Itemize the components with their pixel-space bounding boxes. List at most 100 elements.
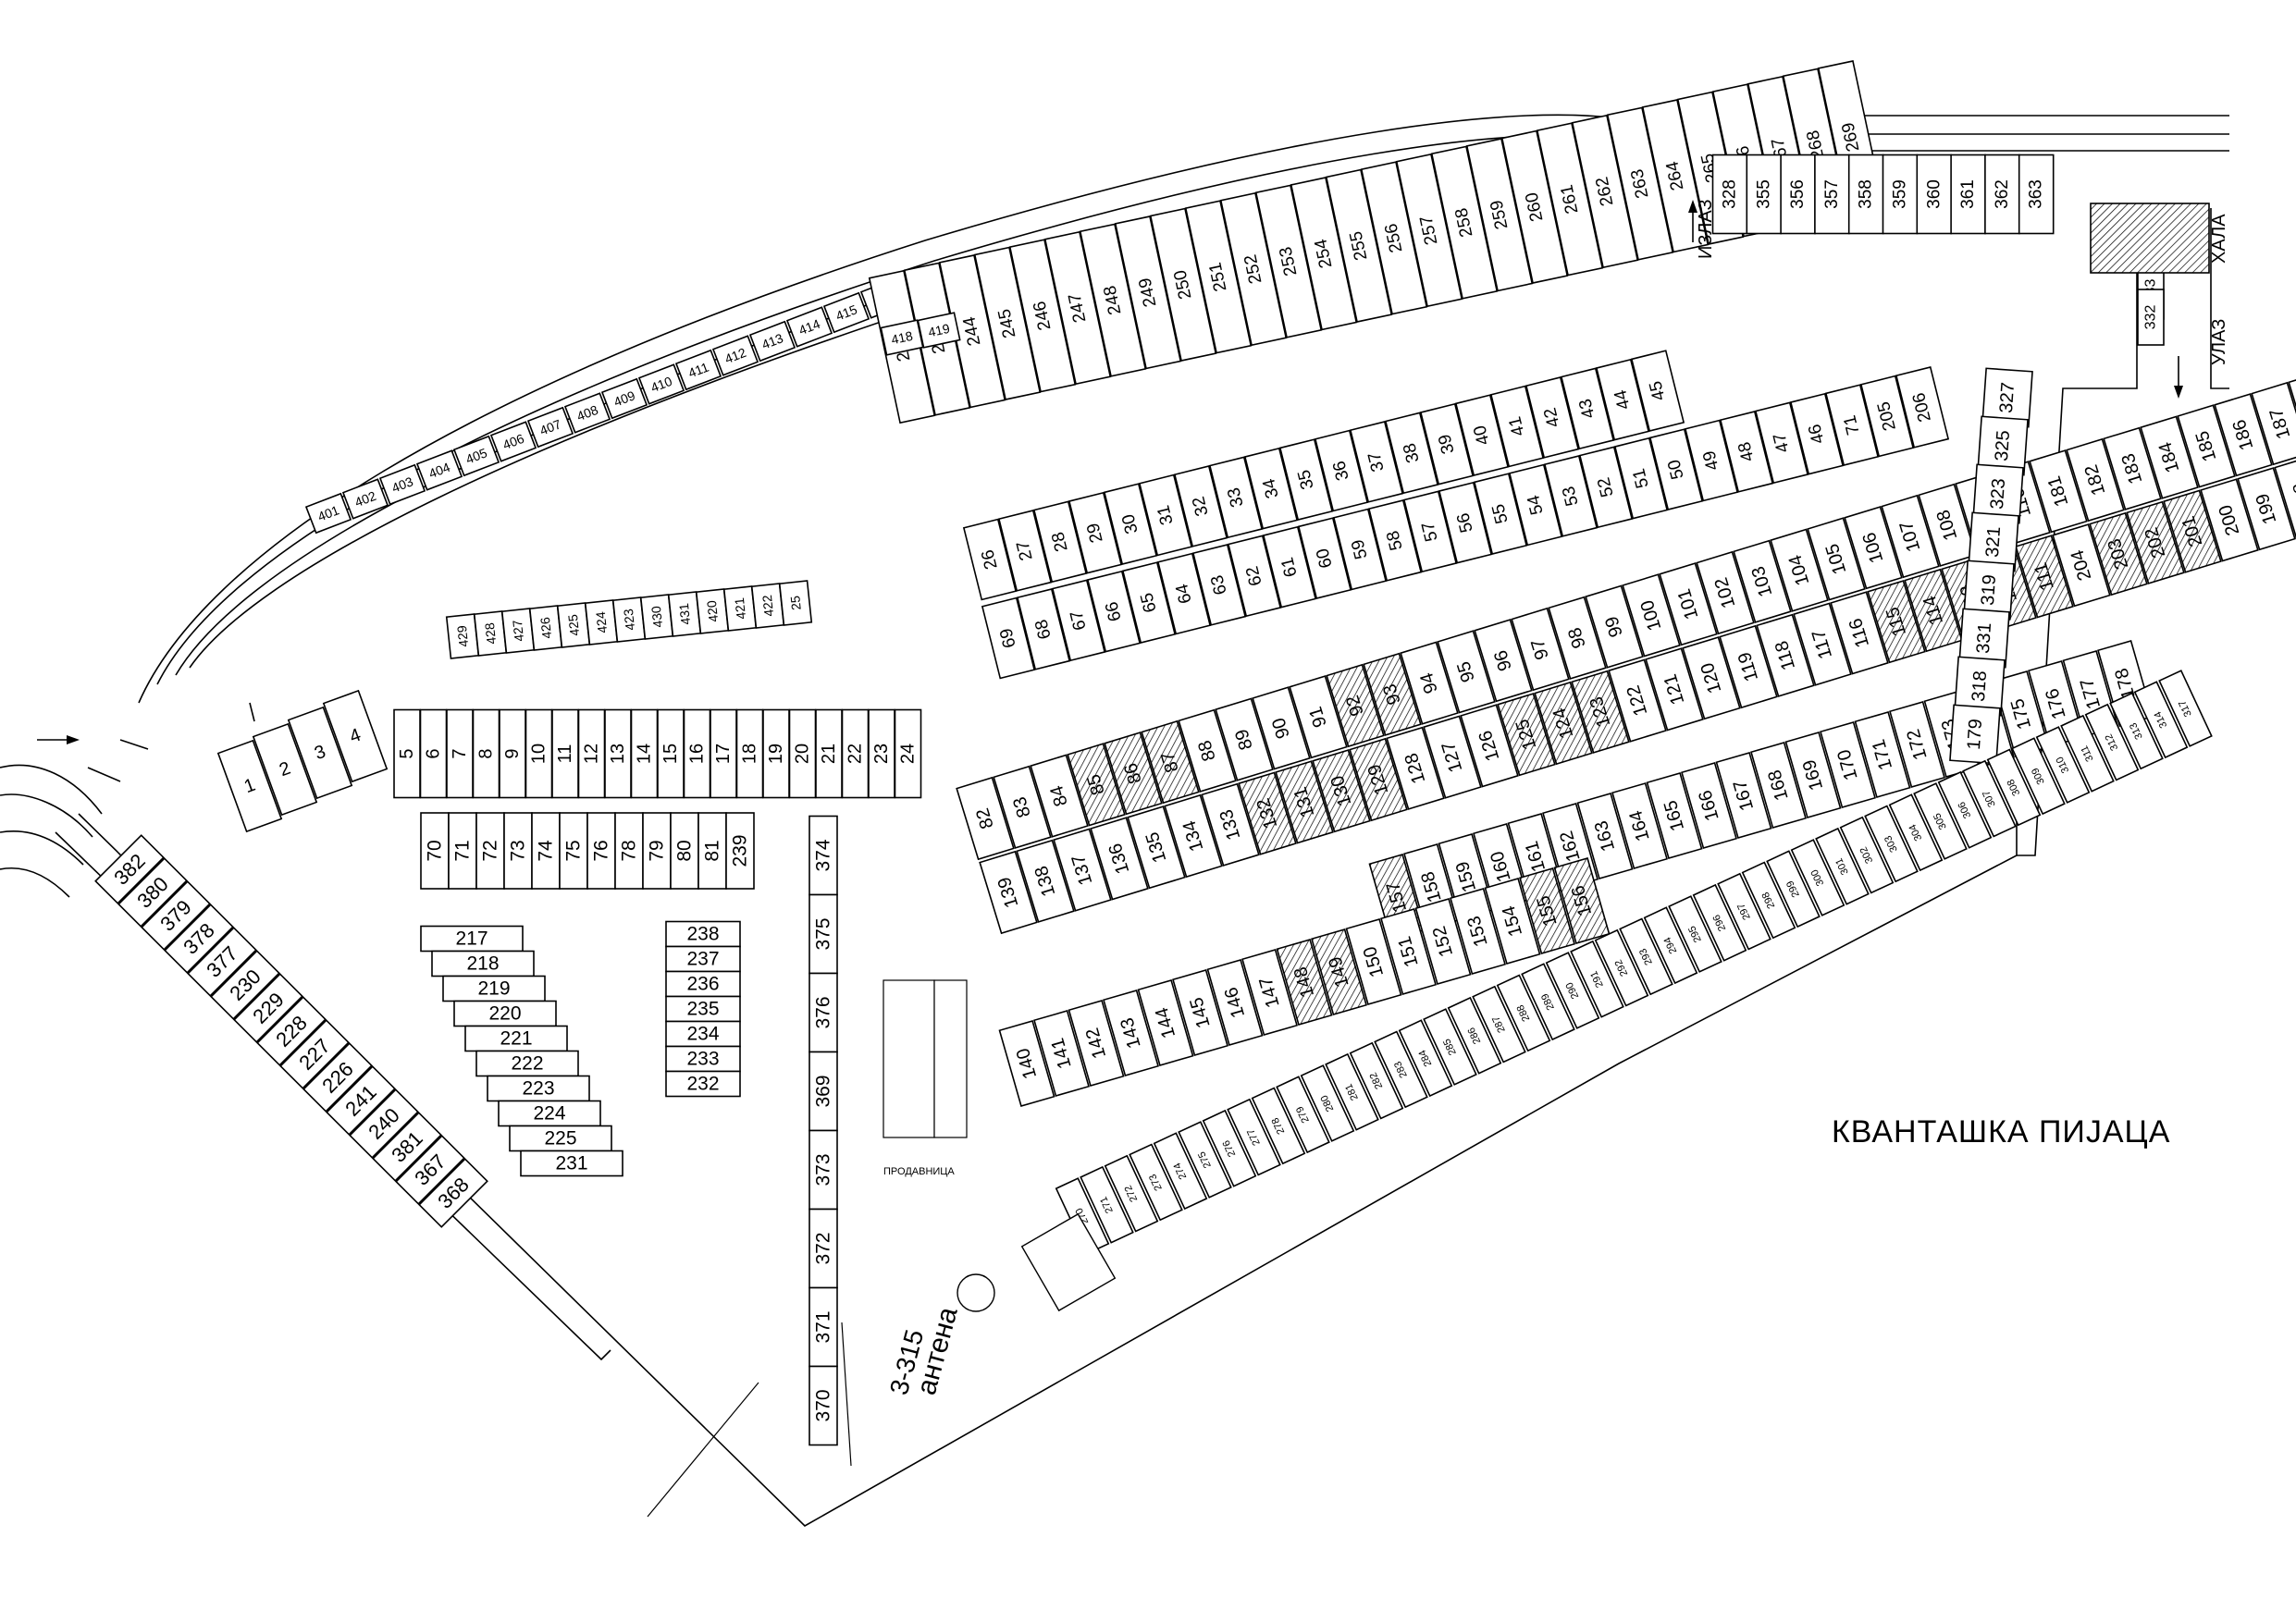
stall-box (1104, 732, 1163, 816)
stall-13: 13 (604, 708, 632, 799)
stall-182: 182 (2066, 437, 2125, 523)
stall-box (1719, 411, 1774, 493)
stall-box (1756, 613, 1815, 697)
stall-138: 138 (1016, 839, 1075, 923)
stall-360: 360 (1916, 154, 1953, 235)
stall-424: 424 (584, 599, 619, 646)
stall-number: 231 (555, 1153, 587, 1174)
stall-box (1311, 928, 1367, 1015)
stall-72: 72 (475, 812, 505, 890)
stall-number: 224 (533, 1103, 565, 1125)
stall-box (1536, 122, 1604, 277)
stall-box (1243, 447, 1299, 530)
stall-number: 332 (2143, 305, 2159, 330)
stall-box (349, 1088, 419, 1159)
stall-number: 73 (508, 840, 529, 861)
stall-number: 71 (452, 840, 474, 861)
stall-426: 426 (528, 605, 563, 651)
stall-number: 16 (687, 744, 708, 764)
stall-number: 376 (813, 996, 834, 1028)
stall-number: 11 (555, 744, 575, 764)
stall-number: 61 (1278, 555, 1301, 579)
stall-300: 300 (1790, 839, 1845, 916)
stall-box (1681, 762, 1737, 849)
stall-8: 8 (472, 708, 500, 799)
stall-17: 17 (710, 708, 737, 799)
stall-183: 183 (2103, 426, 2162, 510)
stall-box (1622, 573, 1681, 658)
stall-287: 287 (1472, 985, 1526, 1064)
stall-274: 274 (1153, 1132, 1208, 1211)
stall-217: 217 (420, 925, 524, 953)
stall-108: 108 (1918, 483, 1977, 567)
stall-151: 151 (1380, 908, 1437, 995)
stall-number: 408 (574, 402, 600, 424)
stall-box (1770, 528, 1829, 612)
stall-box (809, 1129, 838, 1211)
stall-319: 319 (1963, 559, 2015, 621)
stall-box (1918, 483, 1977, 567)
stall-410: 410 (637, 363, 685, 405)
stall-186: 186 (2214, 393, 2273, 477)
stall-box (2060, 714, 2115, 793)
stall-box (1888, 793, 1944, 872)
stall-layer: 4174164154144134124114104094084074064054… (94, 60, 2296, 1446)
stall-box (1275, 760, 1334, 844)
stall-181: 181 (2029, 449, 2088, 534)
stall-box (1571, 670, 1630, 754)
stall-16: 16 (683, 708, 711, 799)
stall-number: 6 (424, 748, 444, 758)
stall-104: 104 (1770, 528, 1829, 612)
stall-box (1367, 499, 1423, 582)
stall-1: 1 (216, 739, 283, 833)
stall-number: 427 (510, 619, 526, 642)
stall-box (1895, 366, 1950, 449)
stall-number: 63 (1207, 573, 1230, 597)
stall-425: 425 (556, 602, 591, 648)
stall-283: 283 (1374, 1030, 1428, 1109)
stall-371: 371 (809, 1286, 838, 1368)
stall-375: 375 (809, 893, 838, 975)
stall-box (1252, 686, 1311, 770)
stall-75: 75 (559, 812, 588, 890)
stall-box (762, 708, 790, 799)
stall-box (1173, 465, 1228, 547)
stall-number: 362 (1993, 179, 2012, 209)
stall-136: 136 (1090, 817, 1149, 901)
stall-number: 374 (813, 839, 834, 871)
stall-223: 223 (487, 1075, 590, 1102)
stall-box (395, 1135, 465, 1205)
stall-357: 357 (1814, 154, 1850, 235)
stall-59: 59 (1332, 508, 1388, 591)
stall-219: 219 (442, 975, 546, 1002)
stall-box (1227, 535, 1282, 618)
stall-box (1349, 421, 1404, 503)
stall-box (665, 1070, 741, 1098)
entrance-label: УЛАЗ (2209, 319, 2229, 365)
stall-47: 47 (1754, 401, 1809, 485)
stall-box (1202, 1109, 1257, 1187)
stall-204: 204 (2052, 523, 2111, 608)
stall-44: 44 (1595, 358, 1650, 441)
stall-box (1016, 839, 1075, 923)
stall-box (1447, 996, 1502, 1075)
stall-number: 24 (898, 744, 919, 764)
stall-box (1950, 154, 1986, 235)
stall-370: 370 (809, 1365, 838, 1446)
stall-403: 403 (378, 463, 426, 506)
stall-box (1414, 898, 1472, 985)
stall-57: 57 (1402, 490, 1458, 573)
stall-box (1419, 402, 1475, 486)
stall-244: 244 (938, 254, 1006, 409)
stall-200: 200 (2200, 478, 2259, 562)
stall-number: 47 (1770, 431, 1793, 455)
stall-127: 127 (1423, 715, 1482, 799)
stall-206: 206 (1895, 366, 1950, 449)
stall-49: 49 (1684, 419, 1739, 502)
stall-number: 79 (647, 840, 668, 861)
stall-box (1297, 517, 1352, 599)
stall-293: 293 (1619, 917, 1673, 996)
stall-box (1423, 1008, 1477, 1086)
stall-box (670, 812, 699, 890)
stall-33: 33 (1208, 456, 1264, 539)
